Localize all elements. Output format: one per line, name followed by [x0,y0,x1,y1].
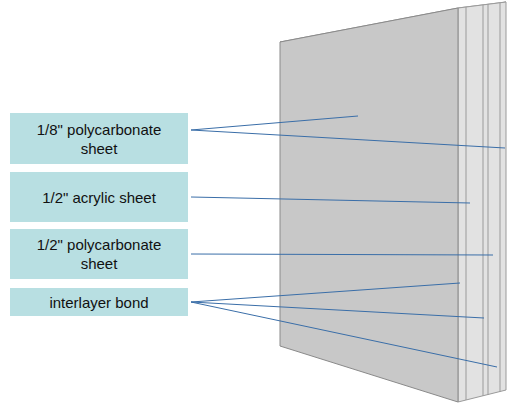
label-text: interlayer bond [49,293,148,312]
label-box: 1/2" polycarbonate sheet [10,229,188,279]
leader-line [191,197,470,203]
label-box: 1/2" acrylic sheet [10,172,188,222]
leader-line [191,130,505,148]
layer-line [488,4,489,395]
leader-line [191,254,493,255]
leader-line [191,302,497,367]
leader-line [191,116,358,130]
layer-line [483,5,484,396]
panel-side-face [458,2,506,402]
layer-line [500,3,501,392]
label-box: interlayer bond [10,288,188,316]
layer-line [466,7,467,400]
panel-front-face [280,8,458,402]
label-box: 1/8" polycarbonate sheet [10,113,188,164]
leader-line [191,302,484,318]
label-text: 1/8" polycarbonate sheet [29,120,169,158]
leader-line [191,283,460,302]
label-text: 1/2" polycarbonate sheet [18,235,180,273]
label-text: 1/2" acrylic sheet [42,188,156,207]
